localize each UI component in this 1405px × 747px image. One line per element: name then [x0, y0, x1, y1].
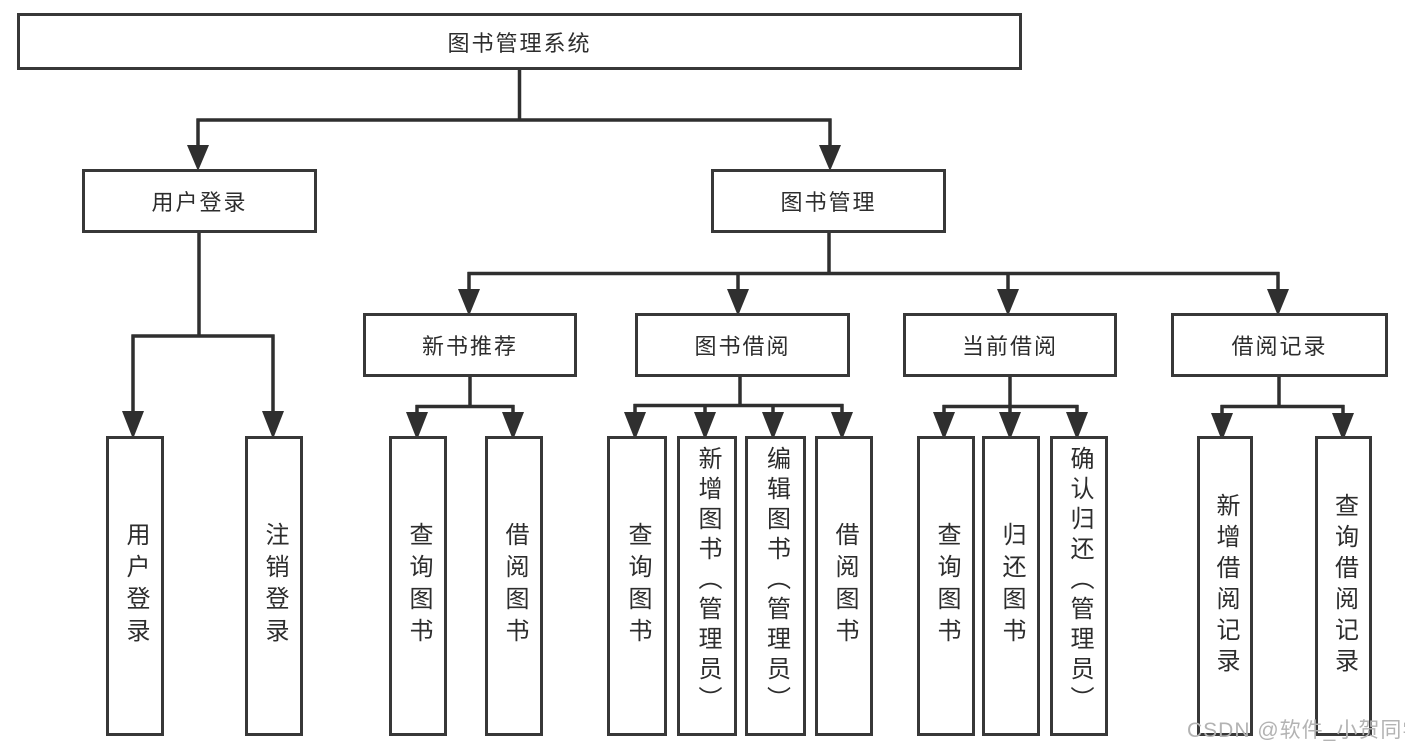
node-current-borrowing: 当前借阅 — [903, 313, 1117, 377]
arrowheads — [122, 145, 1354, 441]
node-root: 图书管理系统 — [17, 13, 1022, 70]
leaf-borrow-books-borrowing-label: 借阅图书 — [831, 522, 858, 650]
leaf-logout: 注销登录 — [245, 436, 303, 736]
leaf-user-login: 用户登录 — [106, 436, 164, 736]
leaf-query-books-recommend: 查询图书 — [389, 436, 447, 736]
node-book-management: 图书管理 — [711, 169, 946, 233]
leaf-borrow-books-recommend: 借阅图书 — [485, 436, 543, 736]
leaf-edit-books-admin: 编辑图书（管理员） — [745, 436, 806, 736]
leaf-add-books-admin-label: 新增图书（管理员） — [694, 446, 721, 716]
leaf-query-books-current-label: 查询图书 — [933, 522, 960, 650]
leaf-query-books-borrowing: 查询图书 — [607, 436, 667, 736]
leaf-query-borrow-record-label: 查询借阅记录 — [1330, 493, 1358, 679]
leaf-return-books: 归还图书 — [982, 436, 1040, 736]
connector-lines — [131, 69, 1345, 414]
node-user-login: 用户登录 — [82, 169, 317, 233]
leaf-borrow-books-borrowing: 借阅图书 — [815, 436, 873, 736]
leaf-confirm-return-admin-label: 确认归还（管理员） — [1066, 446, 1093, 716]
leaf-edit-books-admin-label: 编辑图书（管理员） — [762, 446, 790, 716]
watermark: CSDN @软件_小贺同学 — [1187, 719, 1405, 742]
leaf-return-books-label: 归还图书 — [998, 522, 1025, 650]
leaf-query-books-borrowing-label: 查询图书 — [624, 522, 651, 650]
leaf-query-books-current: 查询图书 — [917, 436, 975, 736]
node-borrowing-records: 借阅记录 — [1171, 313, 1388, 377]
leaf-user-login-label: 用户登录 — [122, 522, 149, 650]
leaf-query-borrow-record: 查询借阅记录 — [1315, 436, 1372, 736]
node-new-book-recommend: 新书推荐 — [363, 313, 577, 377]
leaf-add-borrow-record-label: 新增借阅记录 — [1212, 493, 1239, 679]
leaf-query-books-recommend-label: 查询图书 — [405, 522, 432, 650]
leaf-add-books-admin: 新增图书（管理员） — [677, 436, 737, 736]
leaf-logout-label: 注销登录 — [261, 522, 288, 650]
leaf-borrow-books-recommend-label: 借阅图书 — [501, 522, 528, 650]
node-book-borrowing: 图书借阅 — [635, 313, 850, 377]
leaf-confirm-return-admin: 确认归还（管理员） — [1050, 436, 1108, 736]
leaf-add-borrow-record: 新增借阅记录 — [1197, 436, 1253, 736]
